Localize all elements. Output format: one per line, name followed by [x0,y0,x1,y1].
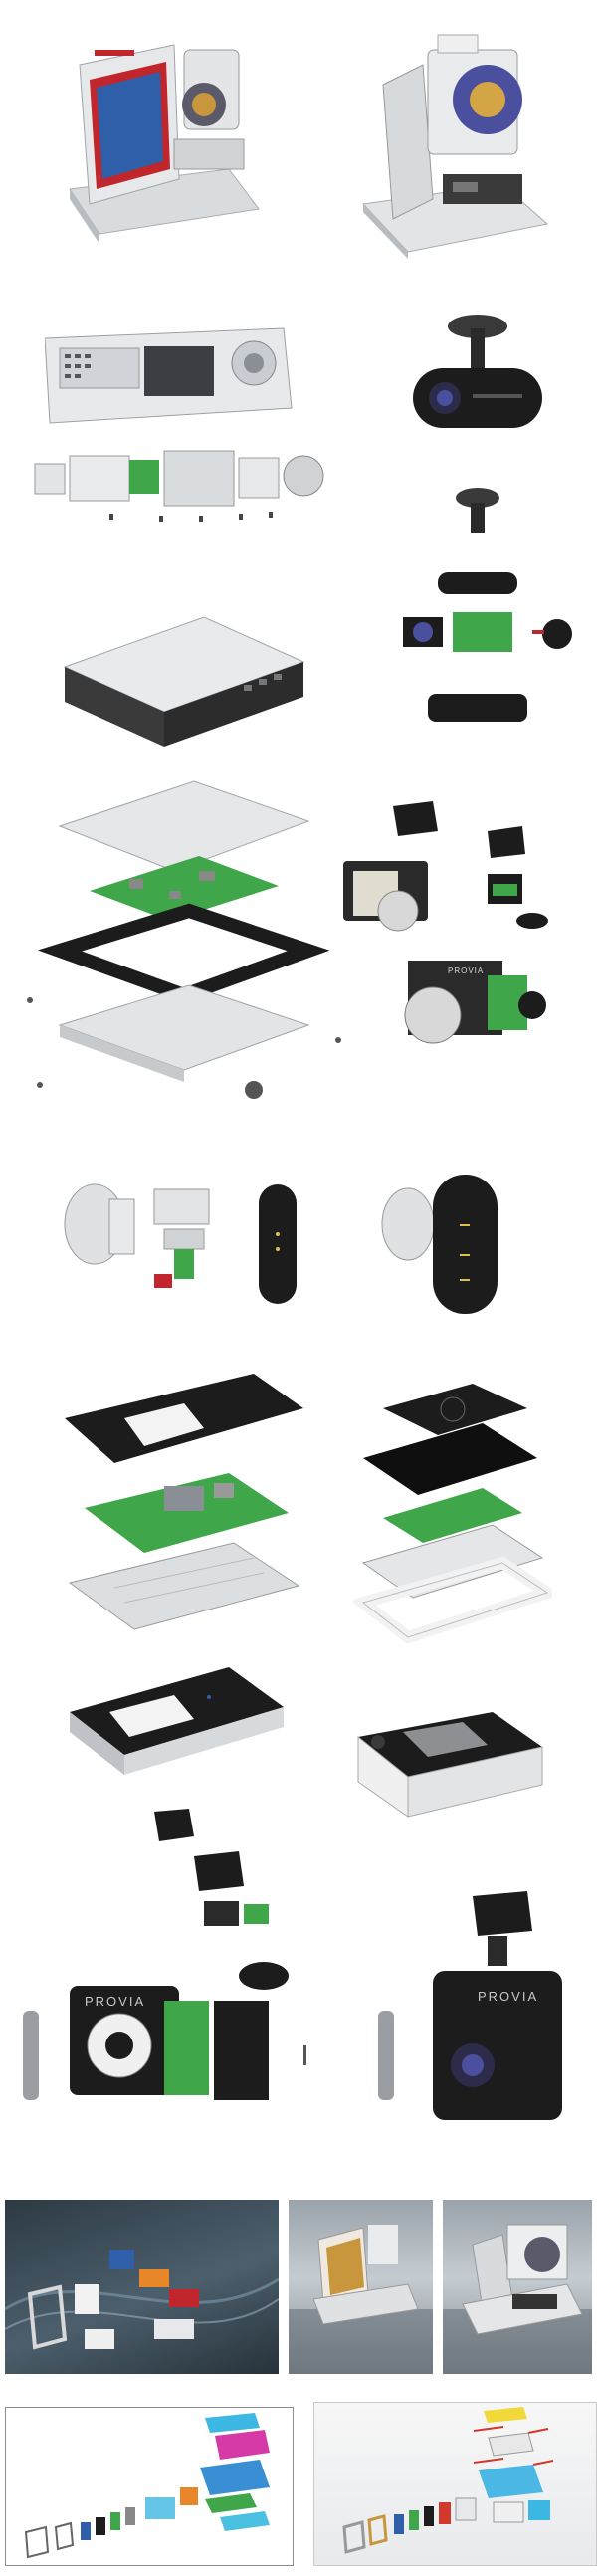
card-reader-exploded-illustration [65,1374,303,1630]
dashcam-square-exploded-illustration: PROVIA [343,801,548,1044]
lab-instrument-assembled[interactable] [45,319,294,428]
dashcam-square-exploded[interactable]: PROVIA [338,796,587,1095]
medical-device-rear-illustration [361,34,549,259]
lab-instrument-assembled-illustration [45,327,293,424]
wireless-charger-assembled[interactable] [353,1707,547,1826]
provia-dashcam-assembled-illustration: PROVIA [378,1891,562,2120]
dashcam-round-assembled-illustration [413,315,542,428]
terminal-render-gray-2-illustration [443,2224,592,2374]
provia-label-exploded: PROVIA [85,1994,145,2009]
provia-label-assembled: PROVIA [478,1989,538,2004]
provia-dashcam-exploded-illustration: PROVIA [23,1809,306,2100]
provia-dashcam-exploded[interactable]: PROVIA [15,1807,323,2135]
card-reader-exploded[interactable] [55,1369,308,1657]
dashcam-round-exploded-illustration [403,488,572,722]
medical-device-front-illustration [69,44,260,244]
lab-instrument-exploded-illustration [34,450,324,522]
plug-device-exploded[interactable] [55,1170,303,1329]
wireless-charger-exploded[interactable] [353,1364,552,1672]
provia-dashcam-assembled[interactable]: PROVIA [368,1891,582,2135]
card-reader-assembled[interactable] [60,1657,289,1787]
dashcam-round-exploded[interactable] [383,483,577,732]
exploded-diagram-white-2[interactable] [313,2402,597,2566]
mini-pc-exploded[interactable] [20,771,343,1110]
mini-pc-assembled[interactable] [55,607,308,751]
lab-instrument-exploded[interactable] [30,436,333,526]
mini-pc-exploded-illustration [27,780,341,1099]
terminal-render-gray-1-illustration [289,2225,433,2374]
terminal-render-gray-scene-2[interactable] [443,2200,592,2374]
mini-pc-assembled-illustration [63,616,305,747]
provia-label-small: PROVIA [448,966,484,975]
dashcam-round-assembled[interactable] [403,309,552,448]
exploded-diagram-white-1-illustration [24,2413,270,2559]
plug-device-assembled[interactable] [378,1170,507,1324]
card-reader-assembled-illustration [70,1667,284,1775]
plug-device-exploded-illustration [64,1183,297,1304]
medical-device-front[interactable] [55,20,269,244]
exploded-render-dark-illustration [5,2250,279,2350]
plug-device-assembled-illustration [381,1175,498,1314]
exploded-diagram-white-1[interactable] [5,2407,294,2566]
wireless-charger-assembled-illustration [357,1712,543,1818]
exploded-render-dark-scene[interactable] [5,2200,279,2374]
medical-device-rear[interactable] [353,25,562,259]
terminal-render-gray-scene-1[interactable] [289,2200,433,2374]
exploded-diagram-white-2-illustration [342,2407,554,2554]
wireless-charger-exploded-illustration [353,1384,552,1644]
